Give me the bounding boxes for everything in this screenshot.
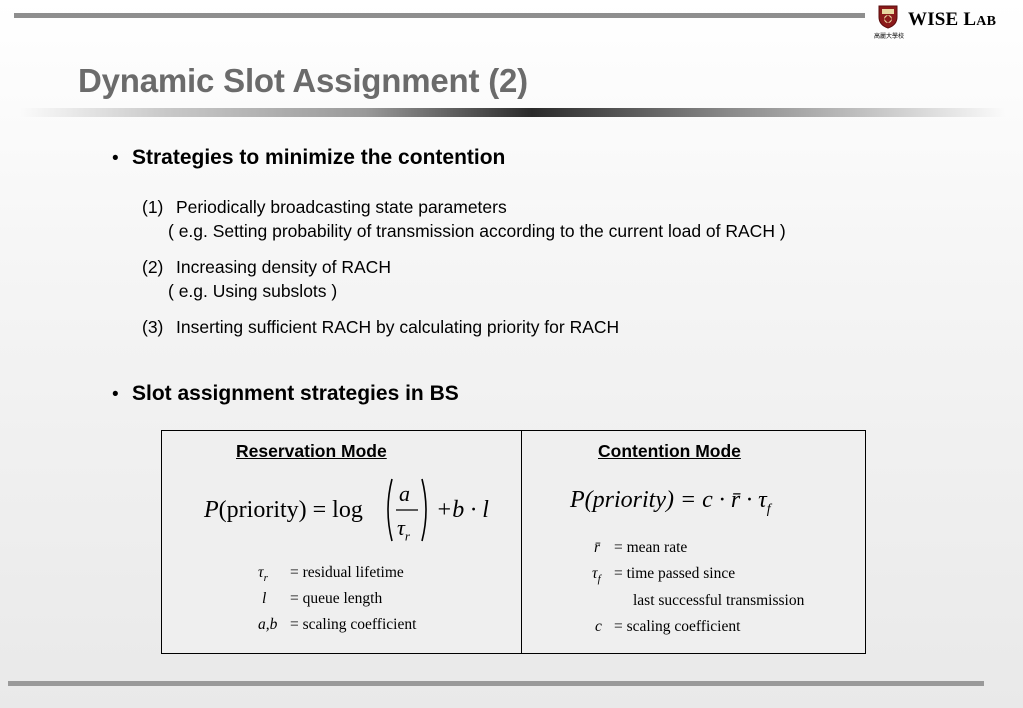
definition-row: r̄= mean rate: [594, 539, 688, 556]
list-item: (1)Periodically broadcasting state param…: [142, 197, 786, 241]
contention-mode-heading: Contention Mode: [598, 441, 741, 461]
list-item: (3)Inserting sufficient RACH by calculat…: [142, 317, 620, 337]
strategy-table: Reservation Mode P(priority) = log a τr …: [161, 430, 866, 654]
logo-subtitle: 高麗大學校: [874, 33, 905, 40]
logo-text: WISE LAB: [908, 9, 997, 30]
reservation-formula-lhs: P(priority) = log: [204, 497, 363, 523]
definition-row: τr= residual lifetime: [258, 564, 404, 585]
bullet-strategies: •Strategies to minimize the contention: [112, 146, 506, 169]
bullet-slot-assignment: •Slot assignment strategies in BS: [112, 382, 459, 405]
wise-lab-logo: WISE LAB 高麗大學校: [874, 4, 1016, 40]
list-item: (2)Increasing density of RACH ( e.g. Usi…: [142, 257, 391, 301]
definition-row: τf= time passed since: [592, 565, 736, 586]
title-underline: [20, 108, 1005, 117]
bullet-dot: •: [112, 148, 119, 169]
reservation-mode-heading: Reservation Mode: [236, 441, 387, 461]
definition-row: l= queue length: [262, 590, 383, 607]
page-title: Dynamic Slot Assignment (2): [78, 62, 528, 99]
reservation-formula-tail: +b · l: [436, 497, 489, 523]
contention-formula: P(priority) = c · r̄ · τf: [570, 487, 771, 517]
definition-row: a,b= scaling coefficient: [258, 616, 417, 633]
definition-row: last successful transmission: [633, 592, 805, 609]
university-crest-icon: [878, 5, 898, 29]
bullet-dot: •: [112, 384, 119, 405]
fraction-numerator: a: [399, 481, 410, 506]
definition-row: c= scaling coefficient: [595, 618, 741, 635]
bottom-divider-bar: [8, 681, 984, 686]
top-divider-bar: [14, 13, 865, 18]
fraction-denominator: τr: [397, 515, 410, 544]
fraction-parentheses: [387, 478, 427, 542]
column-divider: [521, 431, 522, 653]
